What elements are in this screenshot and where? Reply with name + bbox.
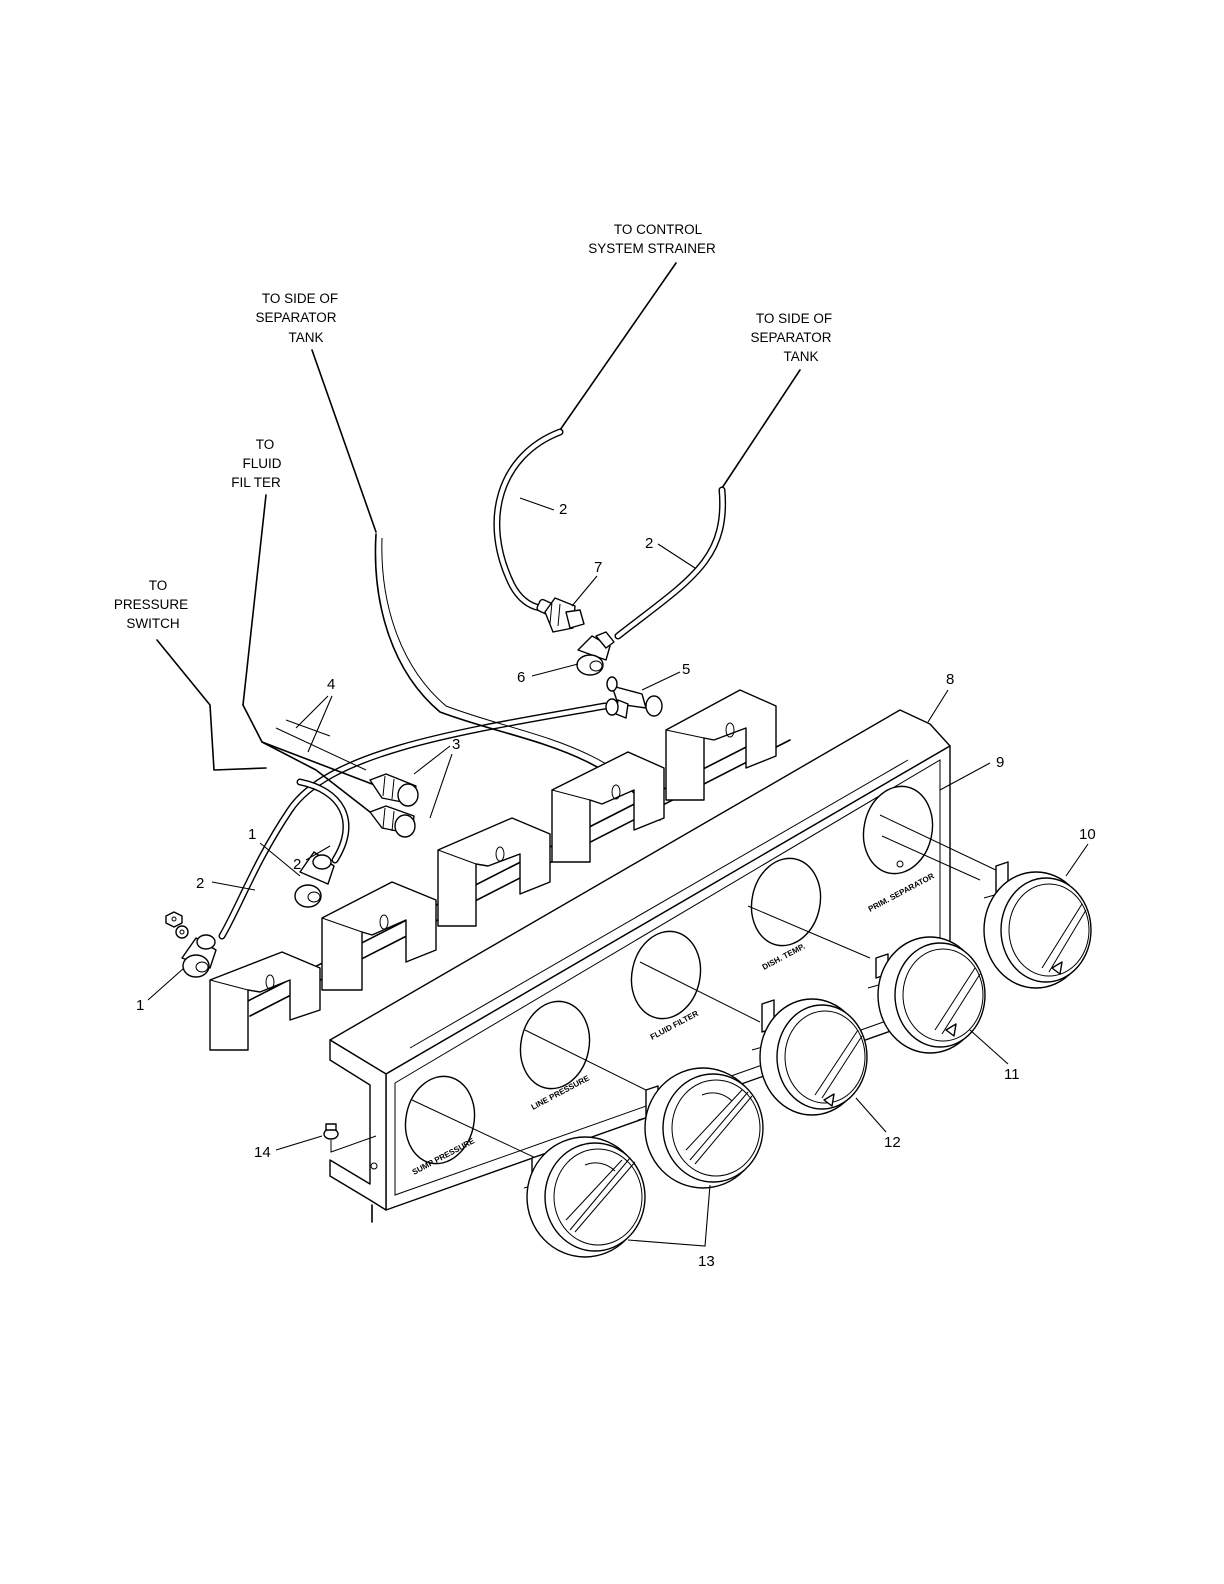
note-separator-tank-right: TO SIDE OF SEPARATOR TANK bbox=[750, 311, 832, 364]
fitting-5-tee bbox=[606, 677, 662, 718]
gauge-10-prim-separator bbox=[984, 862, 1091, 988]
callout-10: 10 bbox=[1079, 826, 1096, 843]
gauge-11-disch-temp bbox=[868, 937, 985, 1053]
fitting-6-elbow bbox=[577, 632, 614, 675]
note-line: TO bbox=[149, 578, 168, 593]
callout-11: 11 bbox=[1004, 1066, 1020, 1083]
note-line: TO CONTROL bbox=[614, 222, 703, 237]
leader-fluid-filter bbox=[243, 495, 266, 705]
bracket bbox=[552, 752, 664, 862]
leader-pressure-switch bbox=[157, 640, 266, 770]
callout-1-lower: 1 bbox=[136, 997, 144, 1014]
note-line: TO SIDE OF bbox=[756, 311, 832, 326]
screw-14 bbox=[324, 1124, 376, 1152]
note-line: PRESSURE bbox=[114, 597, 188, 612]
fittings-3-connectors bbox=[370, 774, 418, 837]
gauge-12-fluid-filter bbox=[752, 999, 867, 1115]
note-line: SYSTEM STRAINER bbox=[588, 241, 716, 256]
callout-2-right: 2 bbox=[645, 535, 653, 552]
note-line: SWITCH bbox=[126, 616, 179, 631]
callout-7: 7 bbox=[594, 559, 602, 576]
nut-washer-hardware bbox=[166, 912, 188, 938]
gauge-13-line bbox=[638, 1068, 763, 1188]
fitting-1-elbow-lower bbox=[182, 935, 216, 977]
callout-3: 3 bbox=[452, 736, 460, 753]
callout-2-left-upper: 2 bbox=[293, 856, 301, 873]
callout-2-upper: 2 bbox=[559, 501, 567, 518]
callout-4: 4 bbox=[327, 676, 335, 693]
note-control-system-strainer: TO CONTROL SYSTEM STRAINER bbox=[588, 222, 716, 256]
note-leader-lines bbox=[157, 263, 800, 770]
leader-separator-left bbox=[312, 350, 376, 532]
fitting-7-connector bbox=[536, 598, 584, 632]
callout-1-upper: 1 bbox=[248, 826, 256, 843]
callout-2-left: 2 bbox=[196, 875, 204, 892]
note-line: TO SIDE OF bbox=[262, 291, 338, 306]
note-line: TO bbox=[256, 437, 275, 452]
leader-separator-right bbox=[722, 370, 800, 488]
note-fluid-filter: TO FLUID FIL TER bbox=[231, 437, 282, 490]
note-line: TANK bbox=[783, 349, 818, 364]
bracket bbox=[438, 818, 550, 926]
callout-6: 6 bbox=[517, 669, 525, 686]
bracket bbox=[666, 690, 776, 800]
note-line: SEPARATOR bbox=[255, 310, 336, 325]
note-pressure-switch: TO PRESSURE SWITCH bbox=[114, 578, 188, 631]
note-line: TANK bbox=[288, 330, 323, 345]
note-line: FLUID bbox=[242, 456, 281, 471]
callout-5: 5 bbox=[682, 661, 690, 678]
leader-control-strainer bbox=[560, 263, 676, 430]
bracket bbox=[322, 882, 436, 990]
callout-12: 12 bbox=[884, 1134, 901, 1151]
callout-9: 9 bbox=[996, 754, 1004, 771]
callout-8: 8 bbox=[946, 671, 954, 688]
note-line: FIL TER bbox=[231, 475, 281, 490]
note-separator-tank-left: TO SIDE OF SEPARATOR TANK bbox=[255, 291, 338, 345]
callout-14: 14 bbox=[254, 1144, 271, 1161]
callout-13: 13 bbox=[698, 1253, 715, 1270]
gauge-13-sump bbox=[524, 1137, 645, 1257]
note-line: SEPARATOR bbox=[750, 330, 831, 345]
bracket bbox=[210, 952, 320, 1050]
